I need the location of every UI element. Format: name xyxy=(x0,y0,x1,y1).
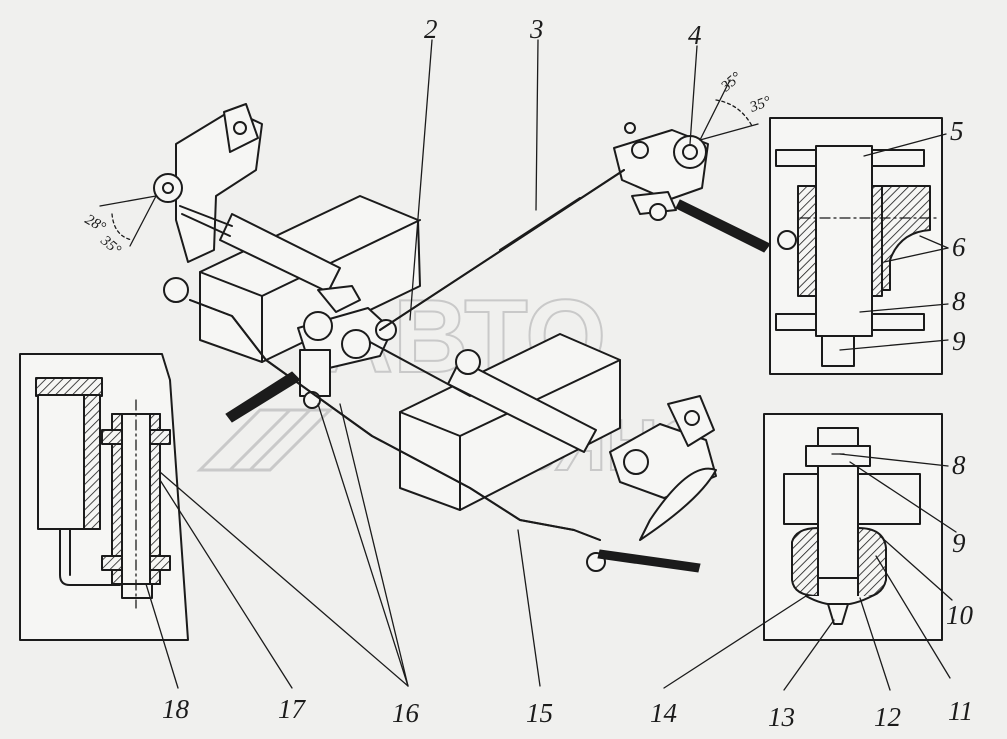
callout-8-upper: 8 xyxy=(952,286,966,316)
upper-right-detail-inset xyxy=(769,117,943,375)
angle-label-left-a: 28° xyxy=(82,212,108,236)
angle-marks-right: 35° 35° xyxy=(699,69,773,141)
callout-4: 4 xyxy=(688,20,702,50)
left-detail-inset xyxy=(19,353,189,641)
drag-link-3 xyxy=(379,169,625,331)
right-lower-bracket xyxy=(586,395,717,572)
lower-right-detail-inset xyxy=(763,413,943,641)
callout-3: 3 xyxy=(529,14,544,44)
callout-10: 10 xyxy=(946,600,974,630)
callout-6: 6 xyxy=(952,232,966,262)
callout-2: 2 xyxy=(424,14,438,44)
tie-rod-center xyxy=(189,299,601,541)
callout-11: 11 xyxy=(948,696,973,726)
callout-8-lower: 8 xyxy=(952,450,966,480)
angle-label-right-a: 35° xyxy=(718,69,745,95)
angle-marks-left: 28° 35° xyxy=(82,195,157,259)
angle-label-right-b: 35° xyxy=(747,94,773,117)
watermark-emblem xyxy=(196,408,334,472)
callout-15: 15 xyxy=(526,698,553,728)
callout-17: 17 xyxy=(278,694,307,724)
callout-14: 14 xyxy=(650,698,677,728)
left-bracket xyxy=(153,103,263,303)
right-steering-knuckle xyxy=(613,122,709,221)
leader-wedges xyxy=(225,199,771,573)
power-cylinder-right xyxy=(447,349,597,453)
right-fuel-tank xyxy=(399,333,621,511)
center-bellcrank xyxy=(297,307,397,409)
callout-16: 16 xyxy=(392,698,420,728)
callout-13: 13 xyxy=(768,702,795,732)
angle-label-left-b: 35° xyxy=(97,232,124,258)
callout-18: 18 xyxy=(162,694,190,724)
power-cylinder-left xyxy=(179,205,361,313)
callout-9-lower: 9 xyxy=(952,528,966,558)
callout-leaders xyxy=(145,39,957,691)
callout-5: 5 xyxy=(950,116,964,146)
callout-9-upper: 9 xyxy=(952,326,966,356)
callout-numbers: 2 3 4 5 6 8 9 8 9 10 11 12 13 14 15 16 1… xyxy=(162,14,974,732)
callout-12: 12 xyxy=(874,702,901,732)
